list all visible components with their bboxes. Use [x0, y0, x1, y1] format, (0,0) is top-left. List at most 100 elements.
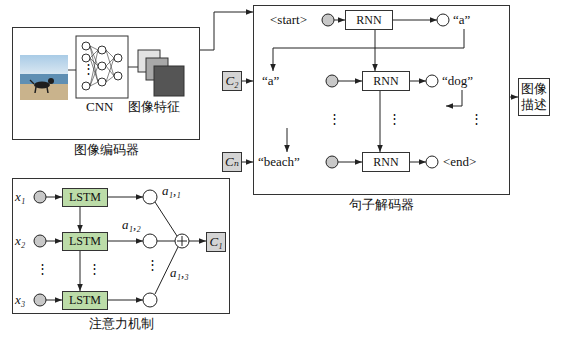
cnn-network [106, 66, 114, 76]
node-text: RNN [356, 13, 381, 28]
diagram-label: ⋮ [146, 258, 159, 272]
decoder-wires [410, 162, 426, 163]
beach-photo [35, 87, 36, 93]
connector-arrow [242, 162, 253, 163]
beach-photo [48, 78, 54, 84]
attention-wires [46, 241, 62, 242]
lstm-box: LSTM [62, 232, 108, 251]
context-box: Cₙ [222, 152, 242, 172]
cnn-network [82, 54, 90, 62]
decoder-wires [273, 14, 464, 168]
cnn-network [114, 72, 122, 80]
diagram-label: ⋮ [36, 262, 49, 276]
attention-wires [143, 293, 157, 307]
cnn-network [106, 58, 114, 82]
cnn-network [68, 70, 76, 71]
connector-arrow [80, 251, 81, 291]
connector-arrow [375, 30, 376, 71]
decoder-wires [426, 156, 438, 168]
cnn-network [90, 50, 98, 58]
node-text: LSTM [69, 190, 101, 205]
decoder-wires [426, 75, 438, 87]
cnn-network [106, 50, 114, 76]
encoder-box: 图像编码器 [12, 27, 200, 140]
rnn-box: RNN [362, 71, 410, 91]
diagram-label: “a” [453, 13, 470, 27]
diagram-label: a₁,₃ [170, 266, 189, 280]
diagram-label: x₃ [15, 293, 25, 307]
attention-box: 注意力机制LSTMLSTMLSTMC₁ [12, 178, 230, 314]
connector-arrow [200, 12, 253, 50]
output-box: 图像 描述 [518, 78, 550, 116]
lstm-box: LSTM [62, 291, 108, 310]
attention-wires [143, 234, 157, 248]
attention-wires [143, 190, 157, 204]
cnn-network [98, 78, 106, 86]
attention-wires [175, 234, 189, 248]
cnn-network [128, 67, 138, 68]
beach-photo [47, 87, 48, 93]
decoder-wires [446, 90, 462, 106]
cnn-network [98, 62, 106, 70]
decoder-wires [338, 162, 362, 163]
beach-photo [30, 80, 34, 84]
connector-arrow [380, 91, 381, 152]
diagram-label: ⋮ [88, 262, 101, 276]
node-text: 图像 描述 [521, 81, 547, 113]
rnn-box: RNN [362, 152, 410, 172]
diagram-label: a₁,₁ [162, 184, 181, 198]
decoder-wires [410, 81, 426, 82]
diagram-label: a₁,₂ [122, 218, 141, 232]
decoder-wires [273, 29, 464, 71]
diagram-label: ⋮ [388, 112, 401, 126]
beach-photo [20, 55, 68, 75]
node-text: LSTM [69, 293, 101, 308]
attention-wires [34, 191, 46, 203]
diagram-label: “beach” [258, 155, 300, 169]
attention-wires [46, 300, 62, 301]
diagram-label: x₁ [15, 190, 25, 204]
node-text: RNN [373, 74, 398, 89]
diagram-label: ⋮ [328, 112, 341, 126]
cnn-network [114, 54, 122, 62]
attention-wires [182, 236, 183, 246]
diagram-label: “a” [262, 74, 279, 88]
node-text: RNN [373, 155, 398, 170]
connector-arrow [242, 81, 253, 82]
context-box: C₂ [222, 71, 242, 91]
decoder-wires [326, 156, 338, 168]
cnn-network [68, 36, 138, 98]
decoder-wires [437, 14, 449, 26]
attention-wires [108, 241, 143, 242]
group-caption: 句子解码器 [224, 197, 539, 212]
feature-maps [154, 66, 184, 96]
attention-wires [108, 197, 143, 198]
attention-wires [34, 190, 206, 307]
node-text: C₂ [225, 73, 238, 89]
attention-wires [34, 235, 46, 247]
diagram-label: CNN [86, 100, 113, 114]
cnn-network [106, 76, 114, 82]
decoder-wires [338, 81, 362, 82]
diagram-label: “dog” [442, 74, 473, 88]
decoder-wires [287, 128, 288, 152]
attention-wires [34, 294, 46, 306]
decoder-wires [393, 20, 437, 21]
cnn-network [90, 82, 98, 86]
decoder-wires [326, 75, 338, 87]
diagram-label: <start> [270, 13, 307, 27]
node-text: LSTM [69, 234, 101, 249]
beach-photo [20, 55, 68, 100]
group-caption: 图像编码器 [0, 142, 229, 157]
diagram-label: ⋮ [82, 62, 95, 76]
attention-wires [108, 300, 143, 301]
attention-wires [46, 197, 62, 198]
diagram-label: 图像特征 [128, 100, 180, 114]
connector-arrow [510, 97, 518, 98]
feature-maps [138, 50, 184, 96]
cnn-network [98, 46, 106, 54]
decoder-wires [334, 20, 345, 21]
